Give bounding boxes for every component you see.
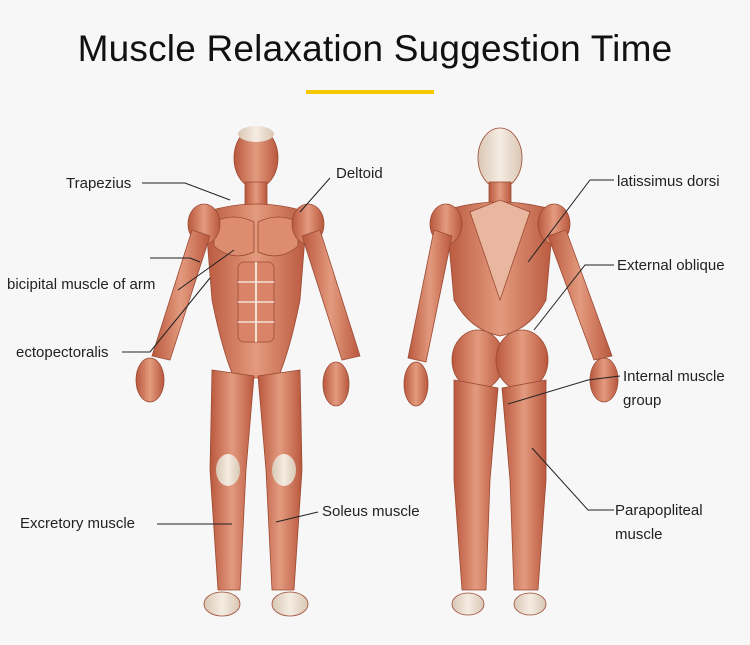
leader-trapezius (142, 183, 230, 200)
label-internal-line2: group (623, 389, 661, 412)
back-left-hand (404, 362, 428, 406)
label-soleus: Soleus muscle (322, 500, 420, 523)
back-right-arm (548, 230, 612, 360)
back-head (478, 128, 522, 188)
back-right-hand (590, 358, 618, 402)
label-excretory: Excretory muscle (20, 512, 135, 535)
front-skull-top (238, 126, 274, 142)
label-parapopliteal-line2: muscle (615, 523, 663, 546)
back-left-arm (408, 230, 452, 362)
label-parapopliteal-line1: Parapopliteal (615, 499, 703, 522)
label-bicipital: bicipital muscle of arm (7, 273, 155, 296)
label-external-oblique: External oblique (617, 254, 725, 277)
front-right-hand (323, 362, 349, 406)
front-right-foot (272, 592, 308, 616)
front-left-foot (204, 592, 240, 616)
label-deltoid: Deltoid (336, 162, 383, 185)
back-left-foot (452, 593, 484, 615)
back-right-foot (514, 593, 546, 615)
back-right-leg (502, 380, 546, 590)
label-latissimus: latissimus dorsi (617, 170, 720, 193)
label-trapezius: Trapezius (66, 172, 131, 195)
front-left-hand (136, 358, 164, 402)
front-right-arm (302, 230, 360, 360)
label-ectopectoralis: ectopectoralis (16, 341, 109, 364)
back-left-leg (454, 380, 498, 590)
label-internal-line1: Internal muscle (623, 365, 725, 388)
back-body-figure (404, 128, 618, 615)
front-left-arm (152, 230, 210, 360)
front-body-figure (136, 126, 360, 616)
